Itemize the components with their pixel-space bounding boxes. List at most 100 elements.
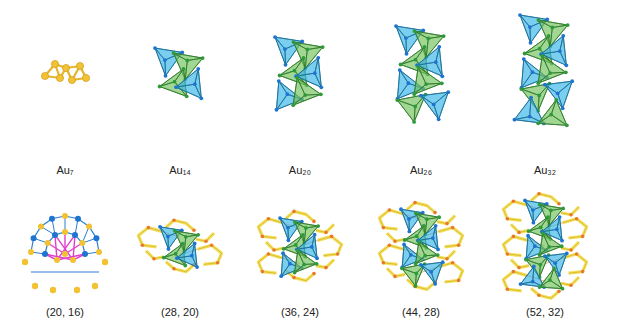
electron-count-label: (36, 24)	[281, 306, 319, 318]
gold-atom	[407, 230, 411, 234]
gold-atom	[426, 37, 430, 41]
gold-atom	[425, 217, 429, 221]
gold-atom	[302, 56, 306, 60]
gold-atom	[181, 242, 185, 246]
tetrahedron-face	[417, 47, 439, 65]
atom	[42, 251, 48, 257]
gold-atom	[164, 74, 168, 78]
tetrahedron-face	[414, 67, 442, 94]
staple-bond	[439, 263, 463, 282]
staple-motif	[318, 236, 342, 255]
gold-atom	[560, 239, 564, 243]
gold-atom	[185, 59, 189, 63]
sulfur-atom	[506, 252, 510, 256]
gold-atom	[417, 240, 421, 244]
cluster-core	[273, 35, 324, 111]
gold-atom	[300, 40, 304, 44]
gold-atom	[414, 272, 418, 276]
gold-atom	[310, 245, 314, 249]
gold-atom	[429, 270, 433, 274]
sulfur-atom	[152, 257, 156, 261]
gold-atom	[437, 117, 441, 121]
gold-atom	[531, 221, 535, 225]
gold-atom	[416, 65, 420, 69]
tetrahedron-face	[541, 36, 563, 54]
gold-atom	[564, 63, 568, 67]
gold-atom	[422, 224, 426, 228]
gold-atom	[293, 220, 297, 224]
gold-atom	[184, 235, 188, 239]
gold-atom	[533, 244, 537, 248]
sulfur-atom	[324, 231, 328, 235]
sulfur-atom	[393, 275, 397, 279]
gold-atom	[561, 207, 565, 211]
blue-bond	[31, 271, 99, 272]
tetrahedron	[536, 54, 567, 85]
staple-bond	[258, 254, 282, 273]
tetrahedron-face	[295, 251, 317, 273]
gold-atom	[414, 284, 418, 288]
gold-atom	[302, 263, 306, 267]
tetrahedron-face	[538, 100, 556, 123]
gold-atom	[564, 70, 568, 74]
staple-bond	[379, 245, 403, 264]
sulfur-atom	[272, 248, 276, 252]
tetrahedron-face	[297, 78, 321, 95]
sulfur-atom	[413, 285, 417, 289]
gold-atom	[195, 265, 199, 269]
sulfur-atom	[575, 217, 579, 221]
protected-cluster	[258, 210, 341, 281]
tetrahedron-face	[176, 69, 198, 87]
gold-atom	[561, 287, 565, 291]
staple-motif	[138, 228, 162, 247]
gold-atom	[541, 231, 545, 235]
sulfur-atom	[210, 243, 214, 247]
gold-atom	[539, 225, 543, 229]
gold-atom	[441, 260, 445, 264]
gold-atom	[174, 85, 178, 89]
sulfur-atom	[506, 287, 510, 291]
gold-atom	[175, 256, 179, 260]
staple-bond	[439, 228, 463, 247]
cluster-label: Au₃₂	[534, 164, 556, 176]
sulfur-atom	[261, 270, 265, 274]
sulfur-atom	[581, 235, 585, 239]
sulfur-atom	[445, 257, 449, 261]
gold-atom	[284, 63, 288, 67]
sulfur-atom	[512, 199, 516, 203]
gold-atom	[285, 92, 289, 96]
gold-atom	[434, 224, 438, 228]
gold-atom	[519, 282, 523, 286]
sulfur-atom	[172, 267, 176, 271]
sulfur-atom	[506, 217, 510, 221]
sulfur-atom	[312, 220, 316, 224]
gold-atom	[531, 280, 535, 284]
gold-atom	[440, 81, 444, 85]
gold-atom	[556, 92, 560, 96]
atom	[79, 240, 85, 246]
gold-atom	[319, 85, 323, 89]
atom	[45, 240, 51, 246]
gold-atom	[513, 118, 517, 122]
gold-atom	[522, 57, 526, 61]
sulfur-atom	[267, 217, 271, 221]
atom	[72, 232, 78, 238]
atom	[96, 249, 102, 255]
gold-atom	[294, 243, 298, 247]
sulfur-atom	[393, 239, 397, 243]
cluster-core	[513, 13, 575, 127]
pink-bond	[55, 235, 57, 260]
tetrahedron-face	[540, 233, 562, 255]
sulfur-atom	[557, 202, 561, 206]
staple-motif	[258, 254, 282, 273]
protected-cluster	[379, 201, 462, 290]
gold-atom	[434, 60, 438, 64]
gold-atom	[414, 211, 418, 215]
tetrahedron-face	[538, 100, 567, 125]
gold-atom	[432, 103, 436, 107]
cluster-core	[394, 24, 450, 124]
gold-atom	[394, 24, 398, 28]
gold-atom	[436, 253, 440, 257]
sulfur-atom	[433, 211, 437, 215]
gold-atom	[163, 58, 167, 62]
